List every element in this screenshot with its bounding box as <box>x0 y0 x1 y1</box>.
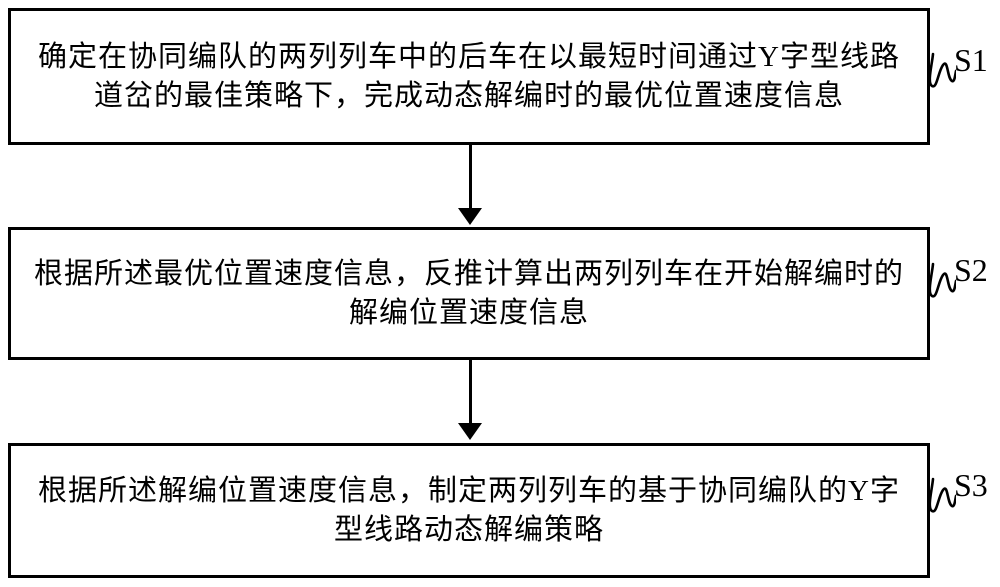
arrow-head <box>458 208 482 225</box>
step-label-s3: S3 <box>954 467 988 503</box>
step-s1-text-line-2: 道岔的最佳策略下，完成动态解编时的最优位置速度信息 <box>93 79 844 112</box>
step-box-s1: 确定在协同编队的两列列车中的后车在以最短时间通过Y字型线路 道岔的最佳策略下，完… <box>8 8 930 145</box>
step-s2-text-line-1: 根据所述最优位置速度信息，反推计算出两列列车在开始解编时的 <box>33 257 904 290</box>
step-box-s2: 根据所述最优位置速度信息，反推计算出两列列车在开始解编时的 解编位置速度信息 <box>8 227 930 360</box>
step-s1-text: 确定在协同编队的两列列车中的后车在以最短时间通过Y字型线路 道岔的最佳策略下，完… <box>11 38 927 116</box>
arrow-down-icon <box>458 145 482 225</box>
arrow-down-icon <box>458 360 482 440</box>
step-s2-text-line-2: 解编位置速度信息 <box>348 296 589 329</box>
arrow-shaft <box>468 360 472 423</box>
step-s1-text-line-1: 确定在协同编队的两列列车中的后车在以最短时间通过Y字型线路 <box>38 40 900 73</box>
arrow-head <box>458 423 482 440</box>
step-label-s1: S1 <box>954 42 988 78</box>
step-box-s3: 根据所述解编位置速度信息，制定两列列车的基于协同编队的Y字 型线路动态解编策略 <box>8 443 930 578</box>
step-s3-text: 根据所述解编位置速度信息，制定两列列车的基于协同编队的Y字 型线路动态解编策略 <box>11 472 927 550</box>
squiggle-connector-icon <box>928 477 956 513</box>
step-label-s2: S2 <box>954 252 988 288</box>
step-s3-text-line-1: 根据所述解编位置速度信息，制定两列列车的基于协同编队的Y字 <box>38 474 900 507</box>
squiggle-connector-icon <box>928 262 956 298</box>
step-s2-text: 根据所述最优位置速度信息，反推计算出两列列车在开始解编时的 解编位置速度信息 <box>11 255 927 333</box>
step-s3-text-line-2: 型线路动态解编策略 <box>333 513 604 546</box>
arrow-shaft <box>468 145 472 208</box>
squiggle-connector-icon <box>928 52 956 88</box>
